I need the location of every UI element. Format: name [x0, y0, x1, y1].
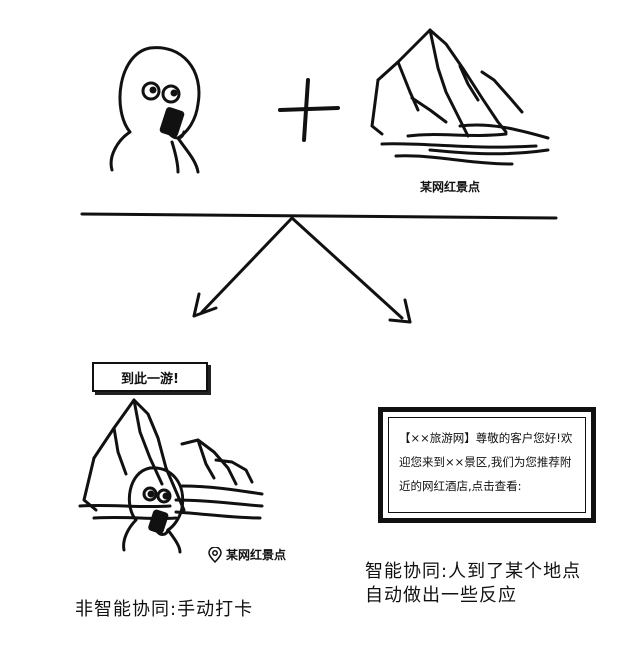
location-pin-label: 某网红景点: [208, 546, 286, 563]
notification-text: 【××旅游网】尊敬的客户您好!欢迎您来到××景区,我们为您推荐附近的网红酒店,点…: [388, 417, 586, 513]
plus-icon: [278, 78, 340, 142]
mountain-bottom: [78, 398, 264, 521]
pin-label-text: 某网红景点: [226, 548, 287, 562]
arrow-right: [290, 216, 412, 324]
speech-bubble: 到此一游!: [92, 362, 208, 392]
arrow-left: [192, 216, 294, 318]
caption-smart: 智能协同:人到了某个地点 自动做出一些反应: [365, 560, 635, 608]
horizontal-line: [80, 212, 558, 220]
caption-smart-line2: 自动做出一些反应: [365, 585, 517, 606]
mountain-top: [370, 28, 550, 166]
notification-box: 【××旅游网】尊敬的客户您好!欢迎您来到××景区,我们为您推荐附近的网红酒店,点…: [378, 407, 596, 523]
person-with-phone-top: [109, 46, 201, 174]
caption-smart-line1: 智能协同:人到了某个地点: [365, 561, 582, 582]
location-pin-icon: [208, 546, 222, 563]
speech-bubble-text: 到此一游!: [121, 371, 179, 387]
top-spot-label: 某网红景点: [420, 180, 481, 194]
caption-non-smart: 非智能协同:手动打卡: [75, 599, 254, 620]
person-with-phone-bottom: [122, 466, 185, 554]
